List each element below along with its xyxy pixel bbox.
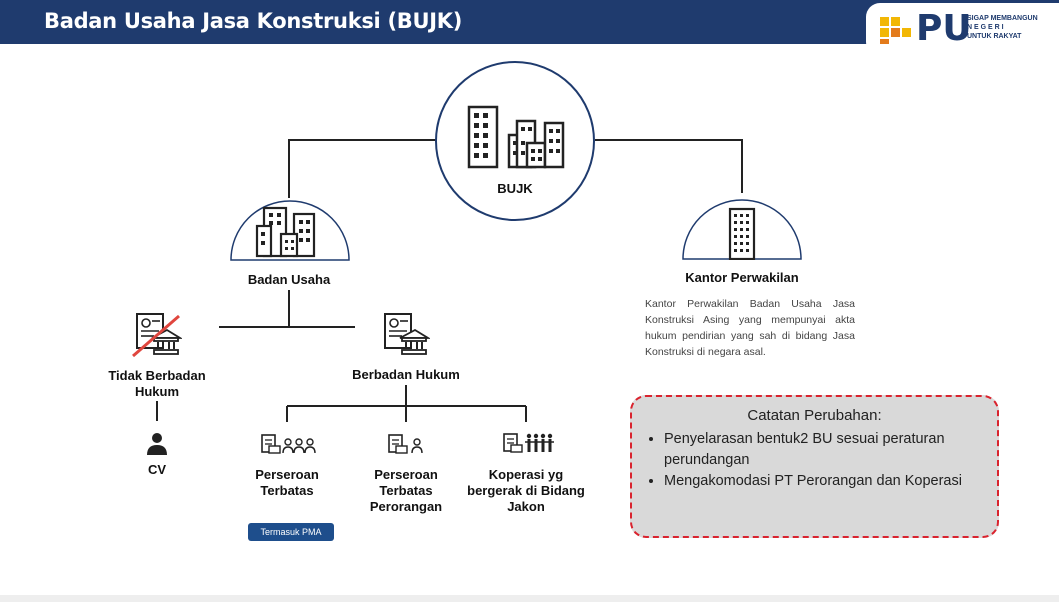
cv-label: CV (147, 462, 167, 477)
badan-usaha-label: Badan Usaha (247, 272, 331, 287)
person-icon (147, 433, 167, 455)
page-title: Badan Usaha Jasa Konstruksi (BUJK) (44, 9, 463, 33)
koperasi-label: Koperasi yg bergerak di Bidang Jakon (467, 467, 585, 514)
tidak-berbadan-hukum-label: Tidak Berbadan Hukum (108, 368, 206, 399)
notes-item: Mengakomodasi PT Perorangan dan Koperasi (664, 471, 997, 492)
office-buildings-icon (255, 206, 316, 258)
pu-logo-text: PU (916, 8, 972, 49)
footer-strip (0, 595, 1059, 602)
office-tower-icon (728, 207, 756, 260)
pu-logo-tagline: SIGAP MEMBANGUN N E G E R I UNTUK RAKYAT (967, 15, 1038, 40)
berbadan-hukum-label: Berbadan Hukum (352, 367, 460, 382)
catatan-perubahan-box: Catatan Perubahan: Penyelarasan bentuk2 … (630, 395, 999, 538)
legal-document-icon (384, 313, 430, 355)
document-person-icon (388, 434, 423, 454)
document-cooperative-icon (503, 433, 554, 453)
kantor-description: Kantor Perwakilan Badan Usaha Jasa Konst… (645, 298, 855, 358)
crossed-legal-document-icon (132, 313, 182, 358)
city-buildings-icon (467, 105, 565, 169)
bujk-label: BUJK (497, 181, 533, 196)
pt-label: Perseroan Terbatas (255, 467, 319, 498)
kantor-perwakilan-label: Kantor Perwakilan (685, 270, 799, 285)
termasuk-pma-badge: Termasuk PMA (248, 523, 334, 541)
pu-logo-mark-icon (880, 17, 911, 44)
pt-perorangan-label: Perseroan Terbatas Perorangan (369, 467, 443, 514)
notes-item: Penyelarasan bentuk2 BU sesuai peraturan… (664, 429, 997, 471)
notes-list: Penyelarasan bentuk2 BU sesuai peraturan… (642, 429, 997, 492)
document-people-icon (261, 434, 316, 454)
pu-logo: PU SIGAP MEMBANGUN N E G E R I UNTUK RAK… (866, 3, 1059, 56)
notes-title: Catatan Perubahan: (747, 407, 882, 424)
